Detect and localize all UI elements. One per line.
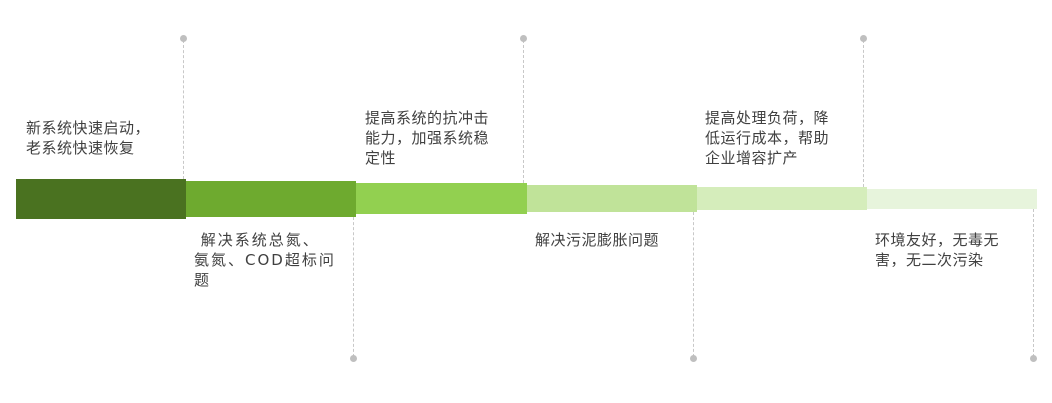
connector-dot-2 [350,355,357,362]
connector-line-3 [523,40,524,183]
step-label-1: 新系统快速启动， 老系统快速恢复 [26,119,151,157]
connector-line-2 [353,217,354,357]
timeline-bar-2 [186,181,356,217]
timeline-bar-1 [16,179,186,219]
connector-dot-6 [1030,355,1037,362]
step-label-3: 提高系统的抗冲击 能力，加强系统稳 定性 [365,109,490,167]
connector-line-6 [1033,209,1034,357]
connector-dot-5 [860,35,867,42]
step-label-4: 解决污泥膨胀问题 [535,231,660,249]
step-label-5: 提高处理负荷，降 低运行成本，帮助 企业增容扩产 [705,109,830,167]
connector-line-5 [863,40,864,187]
timeline-bar-5 [697,187,867,210]
step-label-2: 解决系统总氮、 氨氮、COD超标问 题 [194,231,336,289]
connector-dot-3 [520,35,527,42]
timeline-bar-6 [867,189,1037,209]
timeline-bar-3 [356,183,527,214]
connector-dot-1 [180,35,187,42]
timeline-bar-4 [527,185,697,212]
connector-dot-4 [690,355,697,362]
connector-line-4 [693,212,694,357]
connector-line-1 [183,40,184,179]
step-label-6: 环境友好，无毒无 害，无二次污染 [875,231,1000,269]
